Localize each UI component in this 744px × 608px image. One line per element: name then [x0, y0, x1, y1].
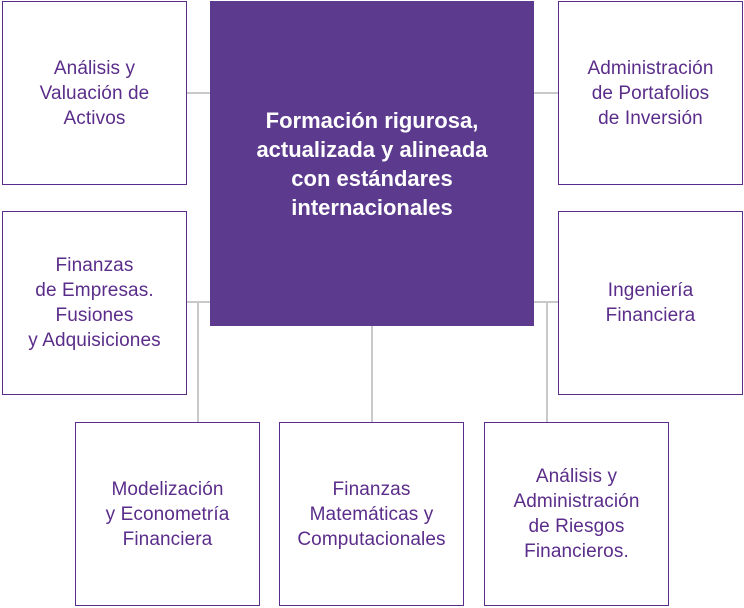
box-analisis-valuacion-label: Análisis y Valuación de Activos — [39, 57, 150, 129]
box-modelizacion-label: Modelización y Econometría Financiera — [105, 478, 230, 550]
box-riesgos: Análisis y Administración de Riesgos Fin… — [484, 422, 669, 606]
box-ingenieria-financiera-label: Ingeniería Financiera — [605, 280, 696, 326]
box-riesgos-label: Análisis y Administración de Riesgos Fin… — [513, 466, 640, 562]
central-concept-box: Formación rigurosa, actualizada y alinea… — [210, 1, 534, 326]
box-modelizacion: Modelización y Econometría Financiera — [75, 422, 260, 606]
connector-bottom-left — [197, 301, 199, 422]
box-analisis-valuacion: Análisis y Valuación de Activos — [2, 1, 187, 185]
box-finanzas-empresas-label: Finanzas de Empresas. Fusiones y Adquisi… — [28, 255, 161, 351]
connector-top-left — [186, 92, 210, 94]
box-administracion-portafolios-label: Administración de Portafolios de Inversi… — [587, 57, 714, 129]
central-concept-text: Formación rigurosa, actualizada y alinea… — [256, 107, 488, 220]
connector-bottom-center — [371, 325, 373, 422]
box-ingenieria-financiera: Ingeniería Financiera — [558, 211, 743, 395]
box-finanzas-matematicas: Finanzas Matemáticas y Computacionales — [279, 422, 464, 606]
box-finanzas-matematicas-label: Finanzas Matemáticas y Computacionales — [297, 478, 446, 550]
connector-bottom-right — [546, 301, 548, 422]
box-finanzas-empresas: Finanzas de Empresas. Fusiones y Adquisi… — [2, 211, 187, 395]
box-administracion-portafolios: Administración de Portafolios de Inversi… — [558, 1, 743, 185]
connector-top-right — [534, 92, 559, 94]
